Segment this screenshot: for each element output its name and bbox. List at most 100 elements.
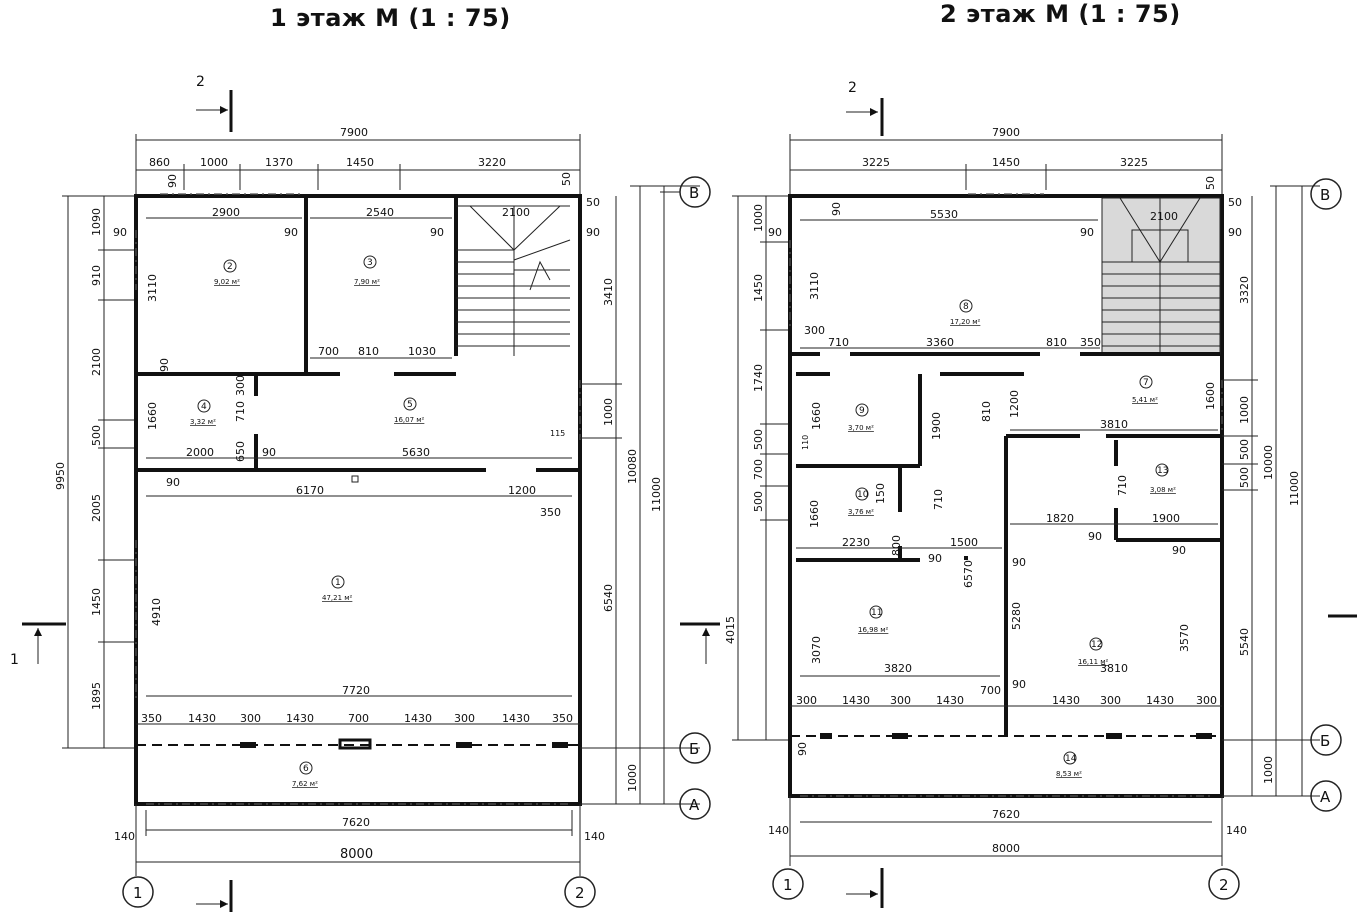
floor1-left-seg: 500 <box>90 425 103 446</box>
dim: 90 <box>928 552 942 565</box>
dim: 50 <box>586 196 600 209</box>
dim: 300 <box>890 694 911 707</box>
dim: 300 <box>1196 694 1217 707</box>
dim: 90 <box>830 202 843 216</box>
dim: 50 <box>560 172 573 186</box>
dim: 1660 <box>808 500 821 528</box>
dim: 1740 <box>752 364 765 392</box>
dim: 1430 <box>1146 694 1174 707</box>
svg-text:7,62 м²: 7,62 м² <box>292 780 318 788</box>
floor1-left-seg: 2100 <box>90 348 103 376</box>
svg-text:17,20 м²: 17,20 м² <box>950 318 981 326</box>
dim: 1430 <box>404 712 432 725</box>
axis-b-floor2: Б <box>1320 732 1330 750</box>
dim: 1000 <box>626 764 639 792</box>
dim: 2230 <box>842 536 870 549</box>
svg-text:7: 7 <box>1143 378 1149 388</box>
floor2-title: 2 этаж М (1 : 75) <box>940 0 1181 28</box>
svg-text:1: 1 <box>335 578 341 588</box>
dim: 1660 <box>810 402 823 430</box>
svg-text:9,02 м²: 9,02 м² <box>214 278 240 286</box>
dim: 3810 <box>1100 662 1128 675</box>
floor2-staircase <box>1101 197 1221 355</box>
floor1-left-total: 9950 <box>54 462 67 490</box>
svg-text:8: 8 <box>963 302 969 312</box>
dim: 710 <box>932 489 945 510</box>
dim: 1430 <box>286 712 314 725</box>
svg-text:13: 13 <box>1157 466 1168 476</box>
dim: 350 <box>540 506 561 519</box>
axis-v-floor1: В <box>689 184 699 202</box>
dim: 1030 <box>408 345 436 358</box>
floor1-bottom-total: 8000 <box>340 847 373 862</box>
dim: 5530 <box>930 208 958 221</box>
dim: 90 <box>1012 678 1026 691</box>
dim: 6170 <box>296 484 324 497</box>
dim: 3110 <box>808 272 821 300</box>
dim: 300 <box>804 324 825 337</box>
svg-text:12: 12 <box>1091 640 1102 650</box>
dim: 3410 <box>602 278 615 306</box>
dim: 90 <box>166 476 180 489</box>
floor1-left-seg: 1895 <box>90 682 103 710</box>
dim: 2540 <box>366 206 394 219</box>
floor1-room-3: 3 7,90 м² <box>354 255 380 286</box>
dim: 350 <box>552 712 573 725</box>
dim: 90 <box>113 226 127 239</box>
dim: 2100 <box>1150 210 1178 223</box>
floor2-top-seg: 1450 <box>992 156 1020 169</box>
svg-text:3,70 м²: 3,70 м² <box>848 424 874 432</box>
dim: 6540 <box>602 584 615 612</box>
dim: 1450 <box>752 274 765 302</box>
dim: 5630 <box>402 446 430 459</box>
dim: 500 <box>752 491 765 512</box>
floor1-top-seg: 1000 <box>200 156 228 169</box>
svg-text:16,07 м²: 16,07 м² <box>394 416 425 424</box>
dim: 90 <box>1012 556 1026 569</box>
dim: 1430 <box>188 712 216 725</box>
floor1-left-seg: 1090 <box>90 208 103 236</box>
dim: 700 <box>980 684 1001 697</box>
dim: 350 <box>141 712 162 725</box>
dim: 1430 <box>842 694 870 707</box>
floor1-staircase <box>456 205 571 356</box>
dim: 90 <box>158 358 171 372</box>
dim: 90 <box>586 226 600 239</box>
dim: 90 <box>796 742 809 756</box>
dim: 3570 <box>1178 624 1191 652</box>
dim: 140 <box>114 830 135 843</box>
dim: 1000 <box>752 204 765 232</box>
axis-a-floor2: А <box>1320 788 1331 806</box>
dim: 300 <box>234 375 247 396</box>
dim: 11000 <box>1288 471 1301 506</box>
dim: 90 <box>1088 530 1102 543</box>
dim: 2000 <box>186 446 214 459</box>
floor2-room-14: 14 8,53 м² <box>1056 751 1082 778</box>
dim: 3810 <box>1100 418 1128 431</box>
svg-text:11: 11 <box>871 608 882 618</box>
floor1-left-seg: 1450 <box>90 588 103 616</box>
dim: 11000 <box>650 477 663 512</box>
floor1-plan: 7900 860 1000 1370 1450 3220 2 9950 1090… <box>10 74 720 912</box>
svg-text:16,11 м²: 16,11 м² <box>1078 658 1109 666</box>
dim: 6570 <box>962 560 975 588</box>
floor2-plan: 7900 3225 1450 3225 2 1000 1450 1740 500… <box>724 80 1357 908</box>
floor1-left-seg: 2005 <box>90 494 103 522</box>
dim: 800 <box>890 535 903 556</box>
dim: 115 <box>550 429 565 438</box>
dim: 710 <box>828 336 849 349</box>
floor1-room-1: 1 47,21 м² <box>322 575 353 602</box>
dim: 140 <box>1226 824 1247 837</box>
section-mark-1-left: 1 <box>10 652 19 668</box>
floor2-top-total: 7900 <box>992 126 1020 139</box>
svg-text:47,21 м²: 47,21 м² <box>322 594 353 602</box>
dim: 710 <box>234 401 247 422</box>
floor1-left-seg: 910 <box>90 265 103 286</box>
dim: 4015 <box>724 616 737 644</box>
dim: 1660 <box>146 402 159 430</box>
dim: 90 <box>1172 544 1186 557</box>
floor1-top-seg: 1450 <box>346 156 374 169</box>
dim: 810 <box>358 345 379 358</box>
dim: 90 <box>1080 226 1094 239</box>
